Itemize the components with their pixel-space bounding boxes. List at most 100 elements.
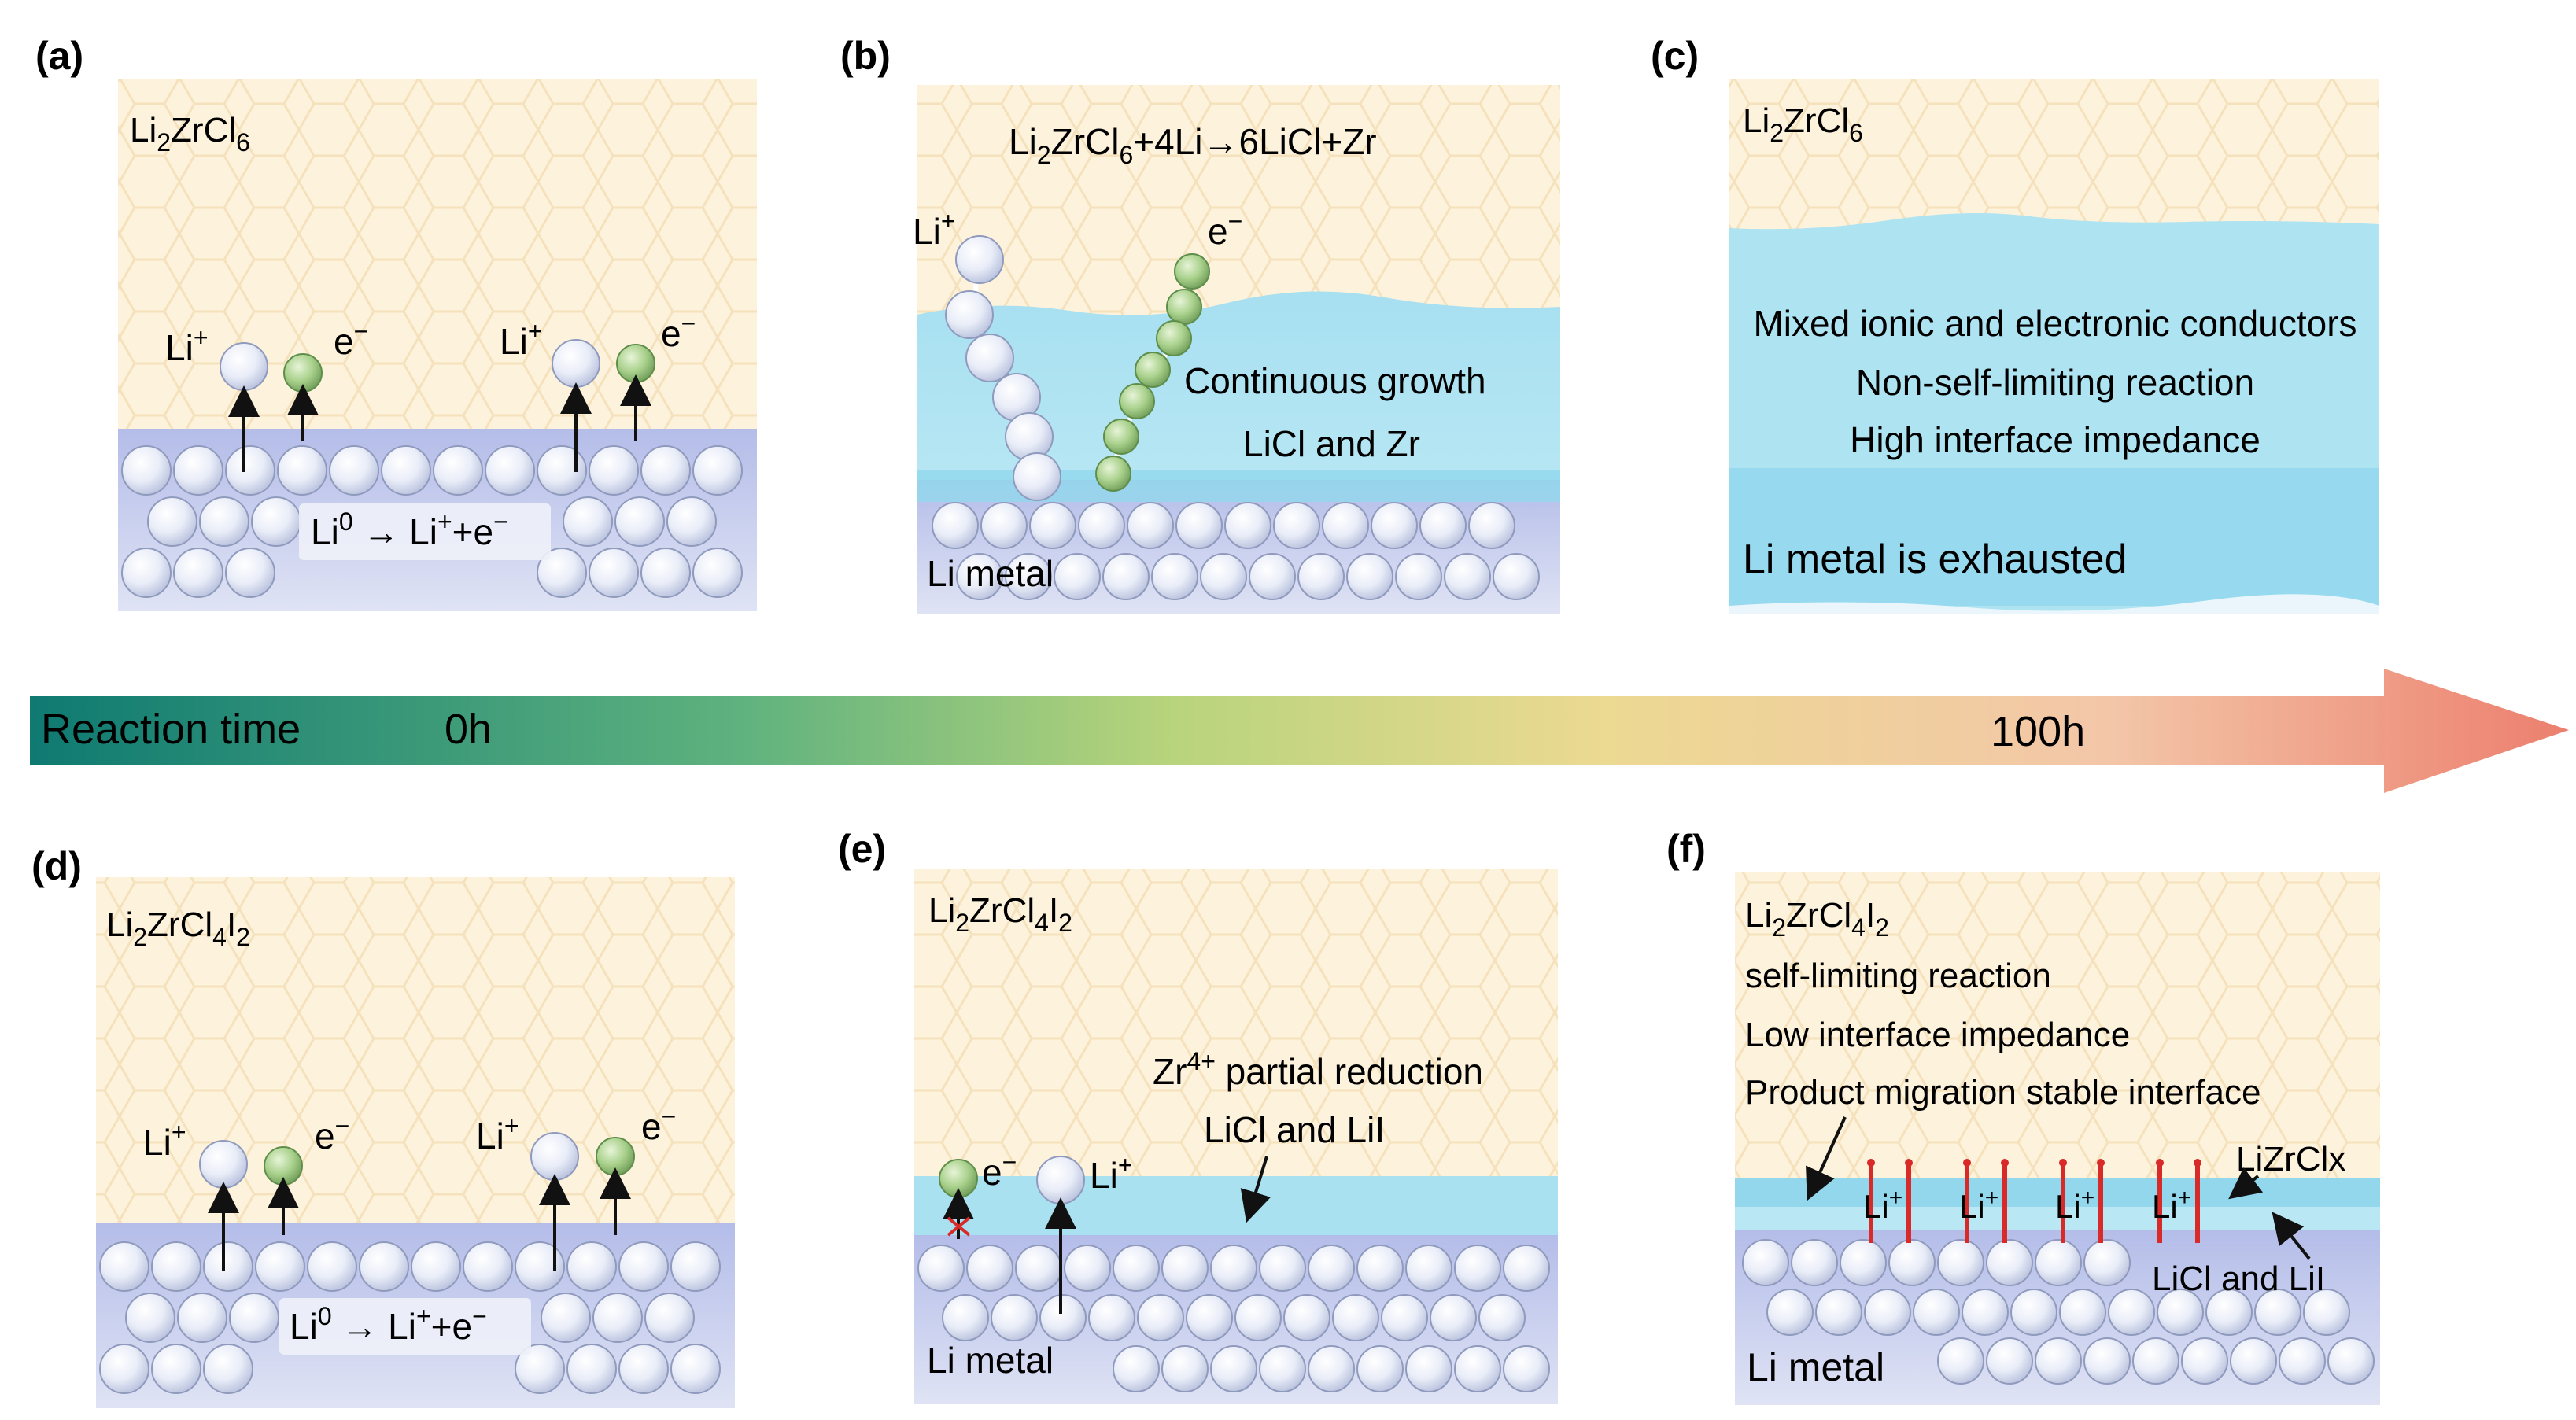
lattice-atom	[1186, 1294, 1233, 1341]
panel-b-electron-2	[1166, 289, 1202, 325]
panel-a-electron-label-2: e−	[661, 309, 696, 354]
lattice-atom	[618, 1344, 669, 1394]
lattice-atom	[1308, 1345, 1355, 1392]
lattice-atom	[2132, 1337, 2179, 1385]
panel-a: (a) Li2ZrCl6 Li+ e− Li+ e− Li0 → Li++e−	[35, 34, 757, 611]
lattice-atom	[692, 548, 743, 598]
li-channel-cap	[1905, 1159, 1913, 1167]
lattice-atom	[1937, 1337, 1984, 1385]
lattice-atom	[121, 445, 172, 496]
lattice-atom	[589, 548, 639, 598]
panel-f-metal-label: Li metal	[1747, 1345, 1884, 1389]
panel-b-growth-line1: Continuous growth	[1184, 360, 1486, 401]
panel-c-exhausted-label: Li metal is exhausted	[1743, 537, 2128, 582]
lattice-atom	[255, 1241, 305, 1292]
lattice-atom	[1102, 553, 1150, 600]
lattice-atom	[1454, 1345, 1501, 1392]
panel-a-li-ion-2	[552, 339, 600, 388]
lattice-atom	[1444, 553, 1491, 600]
panel-d: (d) Li2ZrCl4I2 Li+ e− Li+ e− Li0 → Li++e…	[31, 844, 735, 1408]
lattice-atom	[173, 445, 223, 496]
lattice-atom	[1224, 502, 1271, 549]
lattice-atom	[1151, 553, 1198, 600]
lattice-atom	[1430, 1294, 1477, 1341]
lattice-atom	[485, 445, 535, 496]
lattice-atom	[541, 1293, 591, 1343]
lattice-atom	[1113, 1245, 1160, 1292]
panel-e-electron-label: e−	[982, 1148, 1017, 1193]
lattice-atom	[932, 502, 979, 549]
panel-e-electron	[939, 1159, 978, 1198]
lattice-atom	[1283, 1294, 1330, 1341]
lattice-atom	[2035, 1239, 2082, 1286]
panel-b-li-ion-1	[955, 235, 1004, 284]
panel-f-licl-lii-label: LiCl and LiI	[2152, 1260, 2325, 1298]
lattice-atom	[1742, 1239, 1789, 1286]
panel-c: (c) Li2ZrCl6 Mixed ionic and electronic …	[1651, 34, 2379, 614]
panel-b-equation: Li2ZrCl6+4Li→6LiCl+Zr	[1009, 121, 1377, 169]
panel-f-line3: Product migration stable interface	[1745, 1073, 2260, 1112]
panel-b: (b) Li2ZrCl6+4Li→6LiCl+Zr Li+ e− Continu…	[840, 34, 1560, 614]
panel-c-material-label: Li2ZrCl6	[1743, 101, 1863, 147]
panel-a-li-ion-label-2: Li+	[500, 317, 543, 362]
li-channel-cap	[1963, 1159, 1971, 1167]
li-channel-cap	[2001, 1159, 2009, 1167]
lattice-atom	[640, 445, 691, 496]
lattice-atom	[1937, 1239, 1984, 1286]
timeline-label: Reaction time	[41, 706, 301, 753]
lattice-atom	[2157, 1289, 2204, 1336]
lattice-atom	[1054, 553, 1101, 600]
lattice-atom	[2230, 1337, 2277, 1385]
lattice-atom	[1127, 502, 1174, 549]
lattice-atom	[592, 1293, 643, 1343]
panel-d-electron-1	[264, 1146, 303, 1186]
lattice-atom	[2303, 1289, 2350, 1336]
lattice-atom	[1356, 1345, 1404, 1392]
panel-f-line1: self-limiting reaction	[1745, 957, 2051, 995]
timeline-arrow	[30, 669, 2569, 793]
panel-a-li-ion-1	[220, 342, 268, 391]
lattice-atom	[1356, 1245, 1404, 1292]
lattice-atom	[147, 496, 197, 547]
lattice-atom	[177, 1293, 227, 1343]
li-channel-cap	[2156, 1159, 2164, 1167]
panel-c-letter: (c)	[1651, 34, 1699, 78]
panel-b-electron-3	[1156, 320, 1192, 356]
panel-f-interface-arrow	[1806, 1116, 1847, 1201]
lattice-atom	[1332, 1294, 1379, 1341]
lattice-atom	[2059, 1289, 2106, 1336]
lattice-atom	[942, 1294, 989, 1341]
lattice-atom	[1273, 502, 1320, 549]
lattice-atom	[1137, 1294, 1184, 1341]
panel-d-electron-2	[596, 1137, 635, 1176]
lattice-atom	[1064, 1245, 1111, 1292]
panel-d-reaction-text: Li0 → Li++e−	[290, 1302, 487, 1347]
lattice-atom	[151, 1241, 201, 1292]
panel-f-lizrclx-label: LiZrClx	[2236, 1140, 2345, 1178]
panel-e: (e) Li2ZrCl4I2 Zr4+ partial reduction Li…	[838, 827, 1558, 1404]
lattice-atom	[566, 1344, 617, 1394]
panel-a-li-ion-label-1: Li+	[165, 323, 209, 368]
lattice-atom	[173, 548, 223, 598]
panel-b-atom-lattice	[932, 502, 1540, 600]
lattice-atom	[980, 502, 1028, 549]
panel-a-reaction-box	[299, 503, 551, 560]
lattice-atom	[1962, 1289, 2009, 1336]
panel-e-blocked-mark	[947, 1216, 971, 1237]
lattice-atom	[1249, 553, 1296, 600]
panel-b-li-ion-label: Li+	[913, 207, 956, 252]
lattice-atom	[589, 445, 639, 496]
lattice-atom	[203, 1344, 253, 1394]
panel-a-material-label: Li2ZrCl6	[130, 111, 250, 157]
lattice-atom	[125, 1293, 175, 1343]
lattice-atom	[1791, 1239, 1838, 1286]
panel-e-product-arrow	[1240, 1156, 1271, 1223]
panel-e-metal-label: Li metal	[927, 1340, 1054, 1381]
lattice-atom	[614, 496, 665, 547]
panel-f: (f) Li2ZrCl4I2 self-limiting reaction Lo…	[1666, 827, 2380, 1405]
lattice-atom	[2205, 1289, 2253, 1336]
lattice-atom	[956, 553, 1003, 600]
panel-a-letter: (a)	[35, 34, 83, 78]
lattice-atom	[1405, 1345, 1452, 1392]
panel-b-letter: (b)	[840, 34, 891, 78]
